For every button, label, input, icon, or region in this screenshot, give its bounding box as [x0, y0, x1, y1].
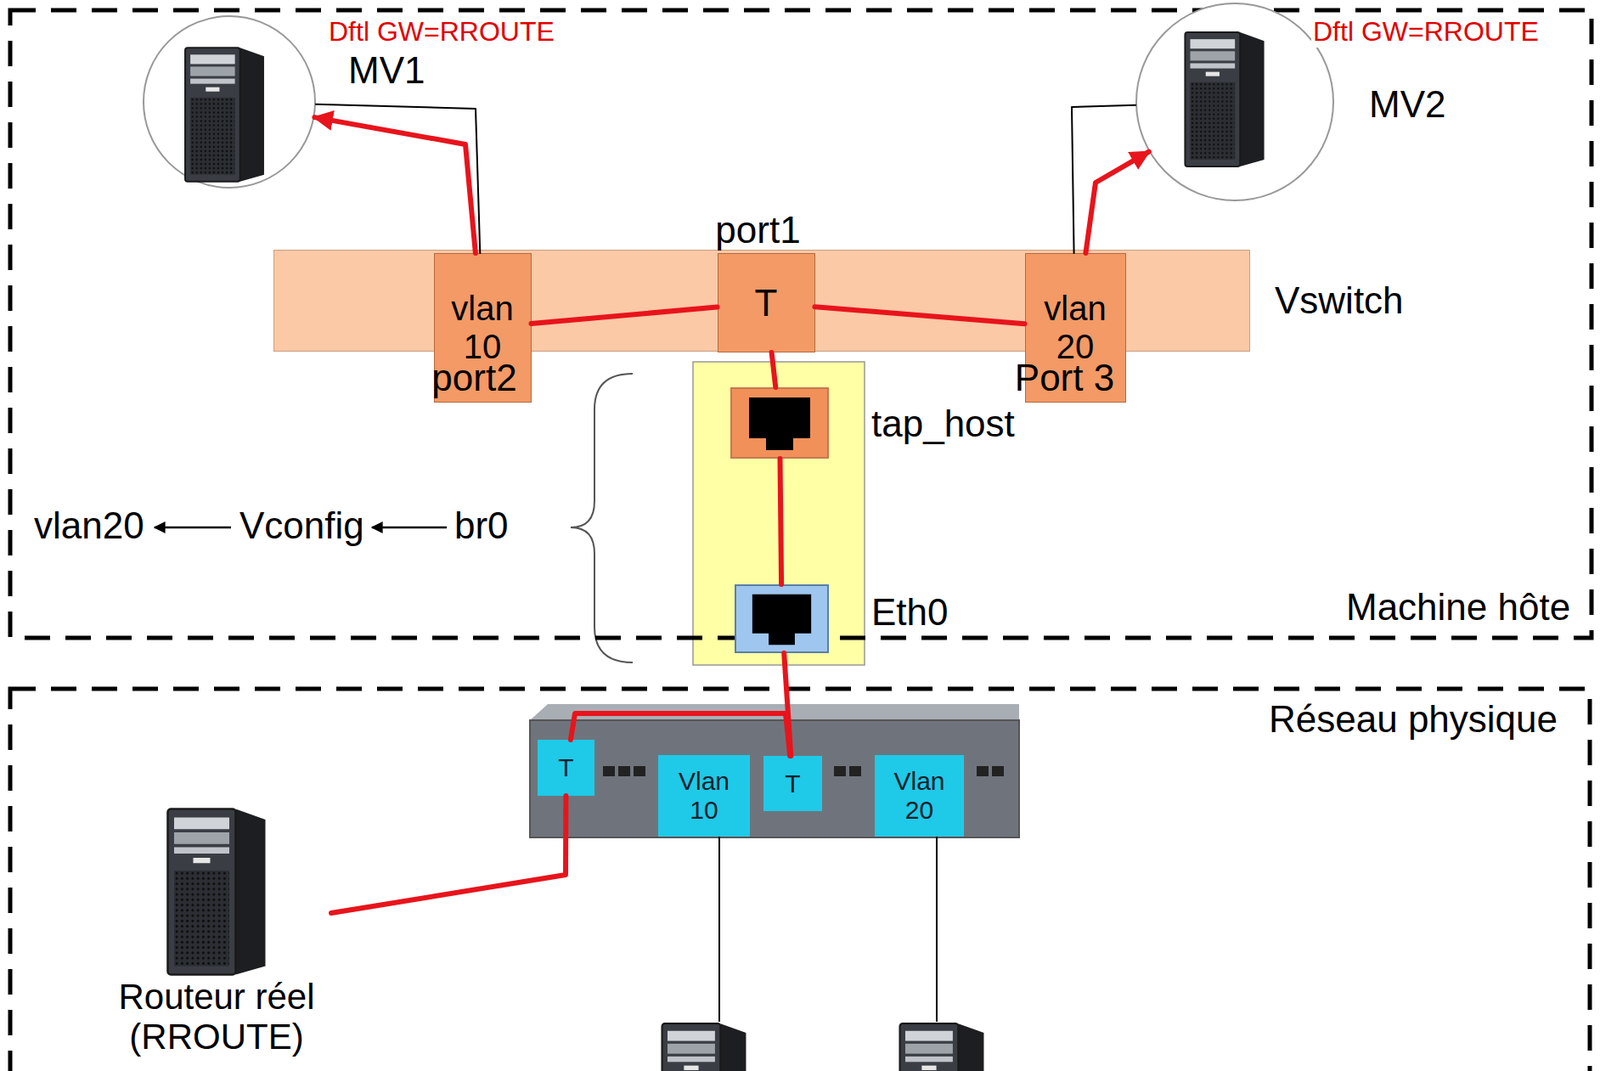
switch-port: vlan 10port2 — [433, 253, 532, 403]
node-label: vlan 20 — [1025, 289, 1126, 367]
bridge-box — [692, 361, 865, 665]
annotation-label: Vconfig — [239, 504, 365, 547]
arrow — [154, 526, 231, 530]
cable — [315, 104, 480, 254]
node-label: Vswitch — [1274, 279, 1404, 322]
node-label: Machine hôte — [1346, 585, 1571, 628]
computer-icon — [900, 1023, 985, 1071]
annotation-label: vlan20 — [33, 504, 145, 547]
traffic-path — [780, 458, 783, 585]
computer-icon — [662, 1023, 747, 1071]
traffic-path — [783, 653, 791, 756]
traffic-path — [314, 117, 476, 254]
node-label: vlan 10 — [434, 289, 531, 367]
router-icon — [145, 806, 288, 977]
vm-circle — [142, 15, 316, 189]
traffic-path — [771, 352, 777, 388]
node-label: MV2 — [1369, 83, 1446, 125]
vm-node: Dftl GW=RROUTEMV2 — [1135, 2, 1335, 202]
vm-node: Dftl GW=RROUTEMV1 — [142, 15, 316, 189]
traffic-path — [570, 713, 790, 756]
node-label: Réseau physique — [1265, 698, 1561, 740]
switch-port: vlan 20Port 3 — [1025, 253, 1127, 403]
cable — [718, 836, 721, 1022]
node-label: Dftl GW=RROUTE — [1311, 16, 1541, 48]
ethernet-interface: Eth0 — [734, 584, 829, 654]
traffic-path — [531, 307, 718, 324]
node-label: Routeur réel (RROUTE) — [101, 976, 332, 1057]
switch-port: Vlan 20 — [874, 754, 964, 837]
traffic-path — [331, 795, 566, 913]
switch-port: port1T — [717, 253, 816, 353]
ethernet-jack-icon — [736, 585, 828, 652]
cable — [935, 836, 938, 1022]
node-label: T — [754, 281, 778, 324]
vswitch-band: Vswitchvlan 10port2port1Tvlan 20Port 3 — [273, 249, 1251, 352]
node-label: Port 3 — [1009, 356, 1121, 399]
node-label: Eth0 — [871, 591, 949, 633]
node-label: Dftl GW=RROUTE — [326, 16, 557, 48]
arrow — [371, 526, 447, 530]
traffic-path — [1085, 152, 1149, 254]
annotation-label: br0 — [454, 504, 509, 547]
tap-interface: tap_host — [730, 387, 829, 459]
switch-port: T — [537, 739, 595, 796]
vm-circle — [1135, 2, 1335, 202]
node-label: port1 — [707, 208, 810, 251]
node-label: port2 — [423, 356, 526, 399]
node-label: Vlan 10 — [672, 766, 736, 824]
node-label: MV1 — [348, 49, 425, 91]
traffic-path — [815, 306, 1026, 324]
node-label: T — [537, 753, 595, 783]
router-node: Routeur réel (RROUTE) — [101, 806, 332, 1057]
ethernet-jack-icon — [732, 388, 828, 457]
node-label: Vlan 20 — [888, 766, 952, 824]
switch-port: T — [763, 755, 823, 812]
cable — [1071, 105, 1136, 254]
physical-switch — [529, 704, 1020, 838]
brace — [570, 373, 633, 663]
network-region: Réseau physiqueT Vlan 10 T Vlan 20 Routeur r… — [10, 688, 1590, 1071]
node-label: tap_host — [871, 402, 1015, 445]
node-label: T — [763, 769, 823, 799]
switch-port: Vlan 10 — [658, 754, 750, 837]
